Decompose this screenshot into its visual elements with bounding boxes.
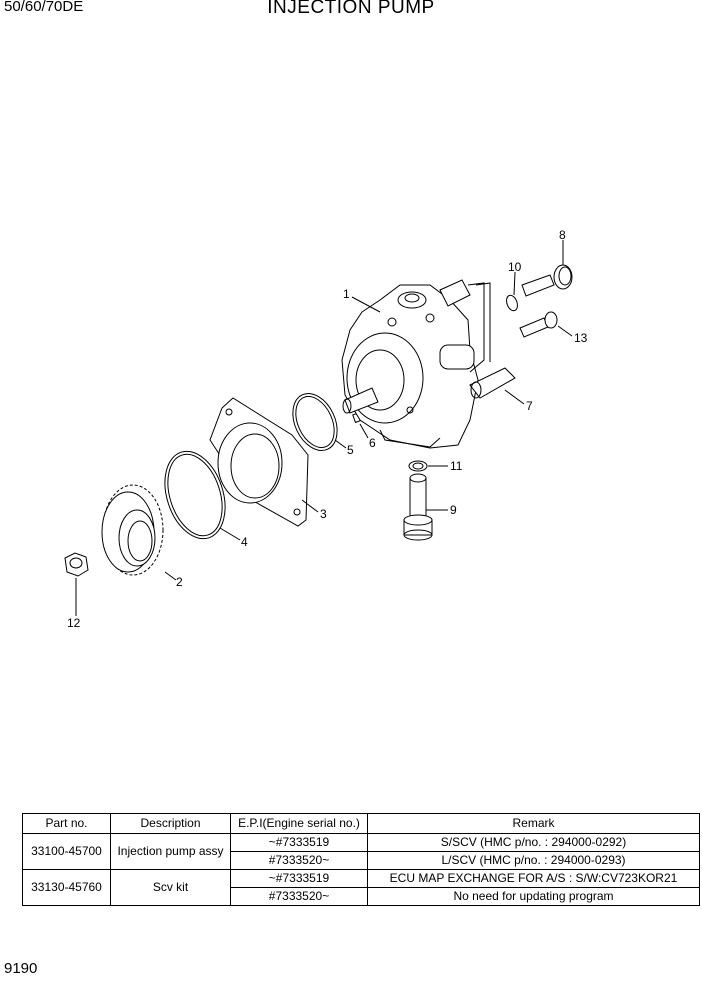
callout-13: 13 xyxy=(574,331,588,345)
description-cell: Scv kit xyxy=(110,869,231,906)
callout-2: 2 xyxy=(176,575,183,589)
page-number: 9190 xyxy=(4,960,38,977)
flange-part xyxy=(209,397,309,527)
o-ring-small xyxy=(292,393,338,451)
callout-11: 11 xyxy=(450,459,463,473)
epi-cell: ~#7333519 xyxy=(230,833,368,852)
callout-8: 8 xyxy=(559,228,566,242)
table-row: 33100-45700 Injection pump assy ~#733351… xyxy=(22,833,700,870)
callout-10: 10 xyxy=(508,260,522,274)
epi-cell: #7333520~ xyxy=(230,851,368,870)
header-remark: Remark xyxy=(367,813,700,834)
callout-7: 7 xyxy=(526,399,533,413)
header-epi: E.P.I(Engine serial no.) xyxy=(230,813,368,834)
leader-lines xyxy=(75,240,573,616)
callout-12: 12 xyxy=(67,616,81,630)
pump-body xyxy=(341,279,516,449)
exploded-view-drawing: 1 2 3 4 5 6 7 8 9 10 11 12 13 xyxy=(64,228,588,630)
washer-11 xyxy=(408,460,428,472)
callout-6: 6 xyxy=(369,436,376,450)
callout-9: 9 xyxy=(450,503,457,517)
callout-3: 3 xyxy=(320,507,327,521)
part-no-cell: 33100-45700 xyxy=(22,833,111,870)
gear-part xyxy=(101,484,164,576)
table-row: #7333520~ L/SCV (HMC p/no. : 294000-0293… xyxy=(23,851,700,870)
callout-4: 4 xyxy=(241,535,248,549)
nut-part xyxy=(64,552,89,577)
header-part-no: Part no. xyxy=(22,813,111,834)
remark-cell: No need for updating program xyxy=(367,887,700,906)
table-header-row: Part no. Description E.P.I(Engine serial… xyxy=(22,813,700,834)
callout-1: 1 xyxy=(343,287,350,301)
header-description: Description xyxy=(110,813,231,834)
bolt-9 xyxy=(403,473,433,541)
epi-cell: #7333520~ xyxy=(230,887,368,906)
remark-cell: ECU MAP EXCHANGE FOR A/S : S/W:CV723KOR2… xyxy=(367,869,700,888)
epi-cell: ~#7333519 xyxy=(230,869,368,888)
o-ring-10 xyxy=(506,294,518,312)
bolt-13 xyxy=(519,311,558,338)
o-ring-large xyxy=(164,450,226,540)
parts-table: Part no. Description E.P.I(Engine serial… xyxy=(22,813,700,906)
remark-cell: S/SCV (HMC p/no. : 294000-0292) xyxy=(367,833,700,852)
bolt-8 xyxy=(521,264,573,297)
remark-cell: L/SCV (HMC p/no. : 294000-0293) xyxy=(367,851,700,870)
part-no-cell: 33130-45760 xyxy=(22,869,111,906)
description-cell: Injection pump assy xyxy=(110,833,231,870)
callout-5: 5 xyxy=(347,443,354,457)
page-title: INJECTION PUMP xyxy=(267,0,435,18)
table-row: #7333520~ No need for updating program xyxy=(23,887,700,906)
table-row: 33130-45760 Scv kit ~#7333519 ECU MAP EX… xyxy=(22,869,700,906)
callout-labels: 1 2 3 4 5 6 7 8 9 10 11 12 13 xyxy=(67,228,588,630)
model-label: 50/60/70DE xyxy=(4,0,84,15)
